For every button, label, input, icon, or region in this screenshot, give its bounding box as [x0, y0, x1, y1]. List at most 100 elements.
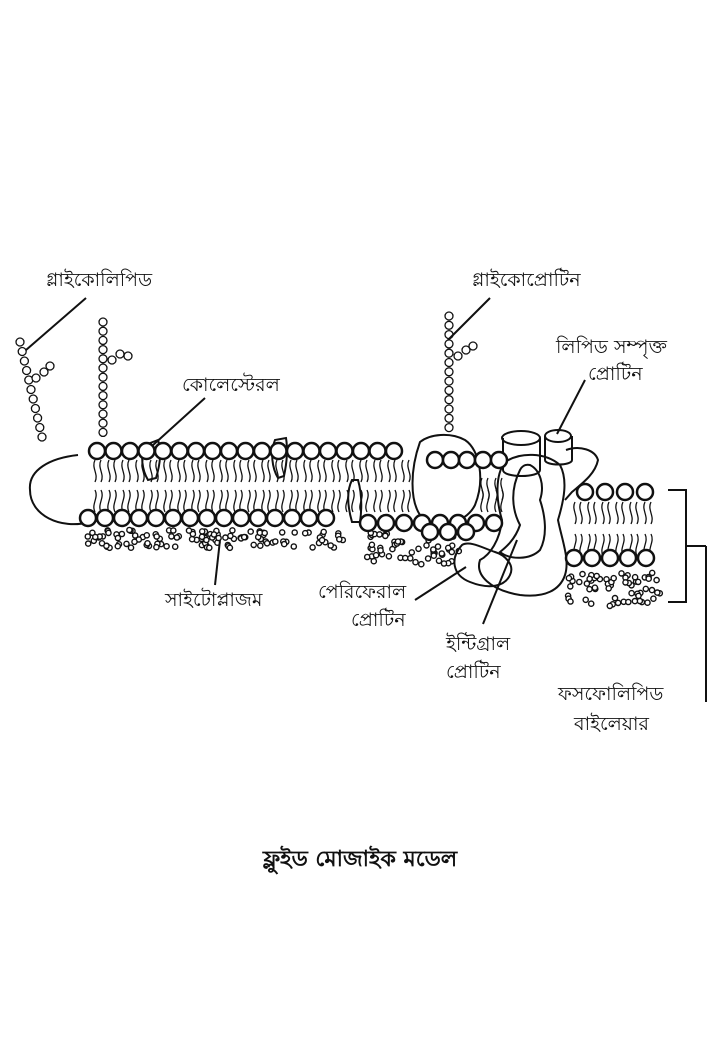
phospholipid-head [564, 548, 584, 568]
lipid-tail [289, 459, 293, 483]
cytoplasm-particles [84, 526, 664, 610]
cytoplasm-particle [435, 557, 443, 565]
cytoplasm-particle [401, 554, 409, 562]
sugar-unit [98, 372, 108, 382]
cytoplasm-particle [278, 529, 286, 536]
cytoplasm-particle [650, 595, 657, 603]
cytoplasm-particle [625, 598, 632, 606]
cytoplasm-particle [586, 575, 593, 583]
glycoprotein-body [411, 434, 482, 525]
cytoplasm-particle [654, 589, 661, 596]
lipid-tail [275, 459, 279, 483]
cytoplasm-particle [381, 532, 389, 540]
cytoplasm-particle [430, 552, 438, 560]
sugar-unit [468, 341, 478, 351]
carbohydrate-chains [15, 311, 478, 442]
lipid-tail [99, 489, 103, 513]
cytoplasm-particle [291, 529, 299, 536]
cytoplasm-particle [261, 529, 269, 537]
lipid-tail [323, 459, 327, 483]
cytoplasm-particle [153, 543, 160, 551]
lipid-tail [379, 489, 383, 513]
cytoplasm-particle [105, 529, 112, 537]
cytoplasm-particle [118, 530, 126, 538]
lipid-tail [579, 501, 583, 525]
cytoplasm-particle [440, 560, 448, 567]
lipid-tail [621, 501, 625, 525]
lipid-tail [309, 459, 313, 483]
lipid-tail [587, 501, 591, 525]
phospholipid-head [236, 441, 255, 461]
lipid-tail [219, 489, 223, 513]
phospholipid-head [457, 450, 477, 470]
cytoplasm-particle [645, 575, 653, 583]
cytoplasm-particle [444, 544, 452, 552]
lipid-tail [387, 459, 391, 483]
phospholipid-head [615, 482, 635, 502]
label-cytoplasm: সাইটোপ্লাজম [164, 588, 263, 611]
phospholipid-head [129, 508, 149, 528]
phospholipid-head [473, 450, 493, 470]
cytoplasm-particle [126, 526, 133, 534]
cytoplasm-particle [653, 576, 660, 584]
phospholipid-head [438, 522, 458, 542]
phospholipid-head [120, 441, 140, 461]
phospholipid-head [316, 508, 336, 528]
sugar-unit [115, 349, 125, 359]
lipid-tail [141, 489, 145, 513]
cytoplasm-particle [448, 548, 456, 556]
membrane-left-edge [28, 454, 91, 526]
lipid-tail [225, 459, 229, 483]
phospholipid-head [87, 441, 107, 461]
cytoplasm-particle [318, 536, 326, 544]
sugar-unit [444, 413, 454, 423]
sugar-unit [98, 363, 108, 373]
peripheral-protein [453, 542, 513, 588]
lipid-tail [331, 459, 335, 483]
cytoplasm-particle [229, 527, 236, 534]
sugar-unit [444, 339, 454, 349]
cytoplasm-particle [434, 543, 442, 550]
lipid-tail [135, 459, 139, 483]
lipid-tail [93, 459, 97, 483]
sugar-unit [444, 357, 454, 368]
lipid-tail [177, 459, 181, 483]
cytoplasm-particle [408, 549, 416, 556]
sugar-unit [98, 427, 108, 438]
phospholipid-head [420, 522, 440, 542]
cytoplasm-particle [271, 538, 279, 545]
lipid-tail [331, 489, 335, 513]
cytoplasm-particle [144, 540, 151, 547]
lipid-tail [615, 501, 619, 525]
sugar-unit [123, 351, 133, 361]
phospholipid-head [197, 508, 217, 528]
cytoplasm-particle [606, 602, 614, 610]
lipid-tail [239, 489, 243, 513]
cytoplasm-particle [215, 534, 222, 542]
phospholipid-head [351, 441, 371, 461]
sugar-unit [31, 373, 41, 383]
cytoplasm-particle [376, 531, 383, 538]
phospholipid-head [635, 482, 655, 502]
lipid-tail [239, 459, 243, 483]
lipid-tail [317, 489, 321, 513]
cytoplasm-particle [203, 536, 210, 544]
lipid-tail [163, 459, 167, 483]
phospholipid-heads [78, 441, 656, 568]
lipid-tail [373, 489, 377, 513]
cytoplasm-particle [648, 586, 656, 594]
cytoplasm-particle [631, 573, 639, 581]
label-peripheral-2: প্রোটিন [351, 608, 406, 631]
sugar-unit [444, 385, 454, 396]
label-integral-2: প্রোটিন [446, 660, 501, 683]
cholesterol-molecule [347, 479, 363, 523]
phospholipid-head [78, 508, 98, 528]
cytoplasm-particle [635, 592, 642, 600]
lipid-tail [337, 459, 341, 483]
lipid-tail [107, 459, 111, 483]
pointer-lines [25, 297, 707, 702]
cytoplasm-particle [263, 540, 271, 547]
cytoplasm-particle [123, 540, 130, 548]
lipid-tail [365, 459, 369, 483]
